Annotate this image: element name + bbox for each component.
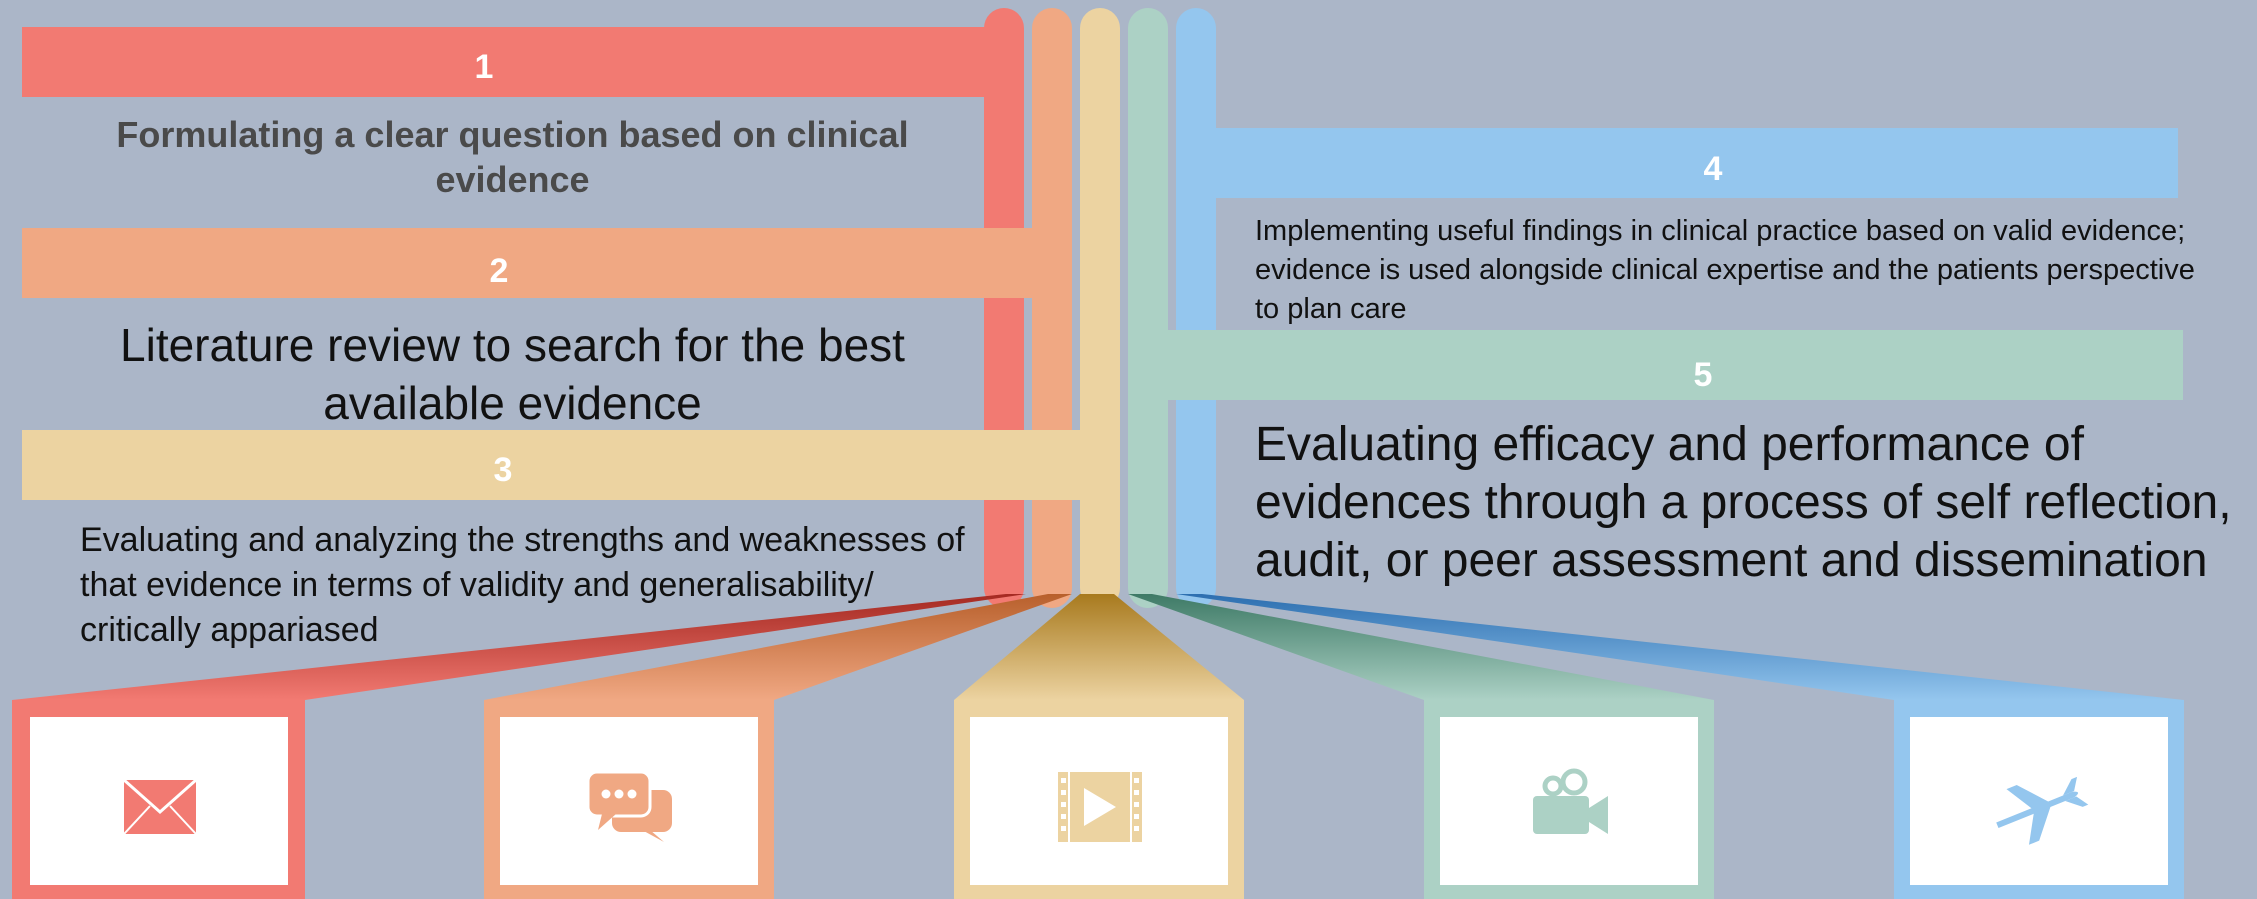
stems xyxy=(984,8,1216,608)
bands xyxy=(22,27,2183,500)
stem-5 xyxy=(1176,8,1216,608)
step-3-text: Evaluating and analyzing the strengths a… xyxy=(80,521,965,649)
step-3-number: 3 xyxy=(493,451,513,489)
stem-4 xyxy=(1128,8,1168,608)
band-2 xyxy=(22,228,1060,298)
band-4 xyxy=(1188,128,2178,198)
connector-1 xyxy=(12,594,1026,700)
connector-3 xyxy=(954,594,1244,700)
step-5-text: Evaluating efficacy and performance of e… xyxy=(1255,418,2232,587)
plane-icon xyxy=(1996,776,2089,845)
step-2-number: 2 xyxy=(489,252,509,290)
connector-2 xyxy=(484,594,1072,700)
step-4-text: Implementing useful findings in clinical… xyxy=(1255,215,2195,325)
step-2-text: Literature review to search for the best… xyxy=(120,319,905,429)
stem-1 xyxy=(984,8,1024,608)
stem-3 xyxy=(1080,8,1120,608)
connector-4 xyxy=(1128,594,1714,700)
connectors xyxy=(12,594,2184,700)
step-1-text: Formulating a clear question based on cl… xyxy=(116,114,909,200)
envelope-icon xyxy=(123,778,197,835)
band-5 xyxy=(1140,330,2183,400)
video-camera-icon xyxy=(1533,768,1608,834)
film-play-icon xyxy=(1058,772,1142,842)
step-4-number: 4 xyxy=(1703,150,1723,188)
band-3 xyxy=(22,430,1108,500)
stem-2 xyxy=(1032,8,1072,608)
chat-bubbles-icon xyxy=(586,770,672,842)
band-1 xyxy=(22,27,1012,97)
step-5-number: 5 xyxy=(1693,356,1713,394)
step-1-number: 1 xyxy=(474,48,494,86)
connector-5 xyxy=(1176,594,2184,700)
